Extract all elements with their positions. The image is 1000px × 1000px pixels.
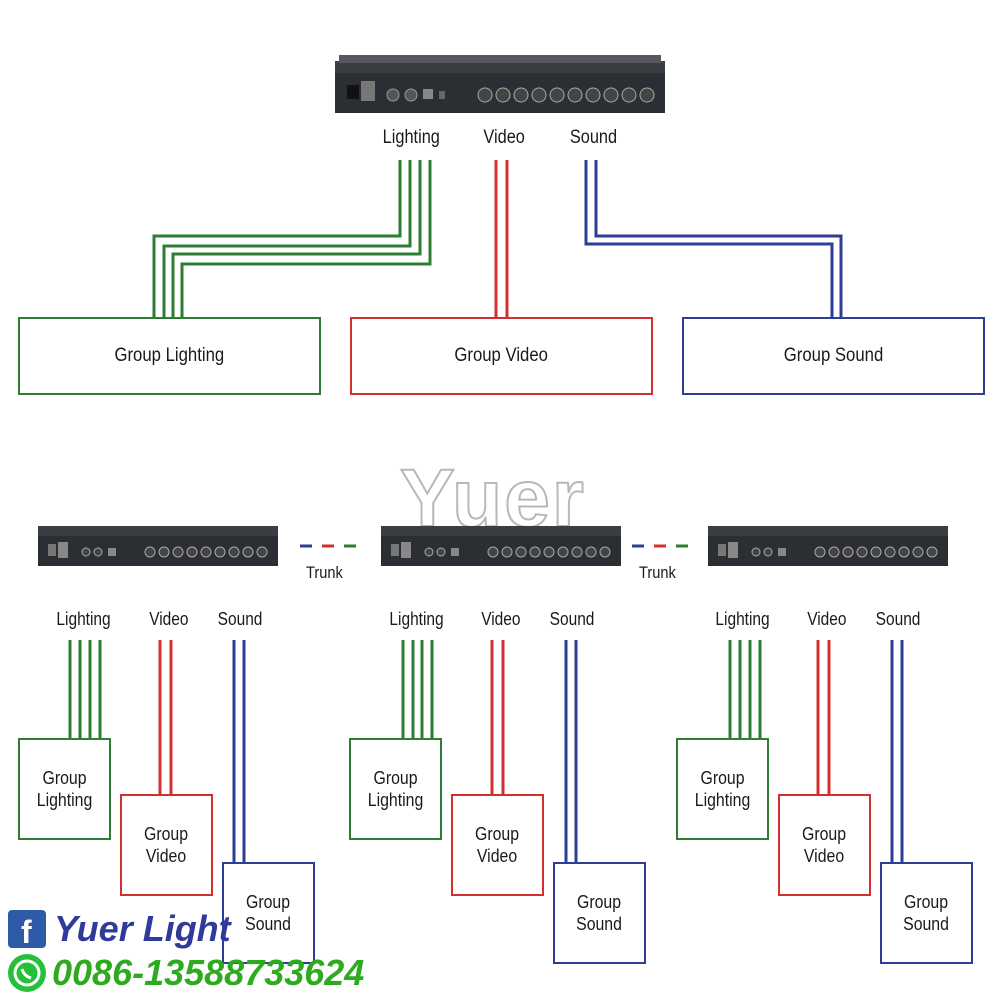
dmx-rack-unit-icon (38, 526, 278, 566)
dmx-rack-unit-icon (335, 55, 665, 113)
unit3-box-group-sound: Group Sound (880, 862, 973, 964)
top-label-video: Video (483, 127, 525, 148)
top-lighting-wires (152, 160, 432, 318)
unit2-box-group-video: Group Video (451, 794, 544, 896)
top-box-group-lighting: Group Lighting (18, 317, 321, 395)
brand-name: Yuer Light (54, 908, 231, 949)
trunk-label-1: Trunk (305, 563, 343, 582)
unit1-box-group-video: Group Video (120, 794, 213, 896)
facebook-icon: f (8, 910, 46, 950)
top-box-group-video: Group Video (350, 317, 653, 395)
unit3-label-video: Video (807, 609, 847, 629)
whatsapp-icon (8, 954, 46, 992)
top-label-sound: Sound (569, 127, 618, 148)
unit3-box-group-lighting: Group Lighting (676, 738, 769, 840)
top-box-group-sound: Group Sound (682, 317, 985, 395)
unit3-label-lighting: Lighting (715, 609, 770, 629)
unit1-box-group-lighting: Group Lighting (18, 738, 111, 840)
unit1-box-group-sound: Group Sound (222, 862, 315, 964)
phone-number: 0086-13588733624 (52, 952, 365, 993)
unit2-label-lighting: Lighting (389, 609, 444, 629)
unit2-label-sound: Sound (549, 609, 595, 629)
unit3-box-group-video: Group Video (778, 794, 871, 896)
trunk-label-2: Trunk (638, 563, 676, 582)
unit3-label-sound: Sound (875, 609, 921, 629)
unit1-label-video: Video (149, 609, 189, 629)
top-label-lighting: Lighting (382, 127, 440, 148)
unit2-box-group-sound: Group Sound (553, 862, 646, 964)
unit1-label-sound: Sound (217, 609, 263, 629)
unit2-label-video: Video (481, 609, 521, 629)
dmx-rack-unit-icon (708, 526, 948, 566)
svg-text:f: f (21, 914, 32, 948)
top-sound-wires (584, 160, 843, 318)
unit2-box-group-lighting: Group Lighting (349, 738, 442, 840)
dmx-rack-unit-icon (381, 526, 621, 566)
top-video-wires (494, 160, 509, 318)
unit1-label-lighting: Lighting (56, 609, 111, 629)
